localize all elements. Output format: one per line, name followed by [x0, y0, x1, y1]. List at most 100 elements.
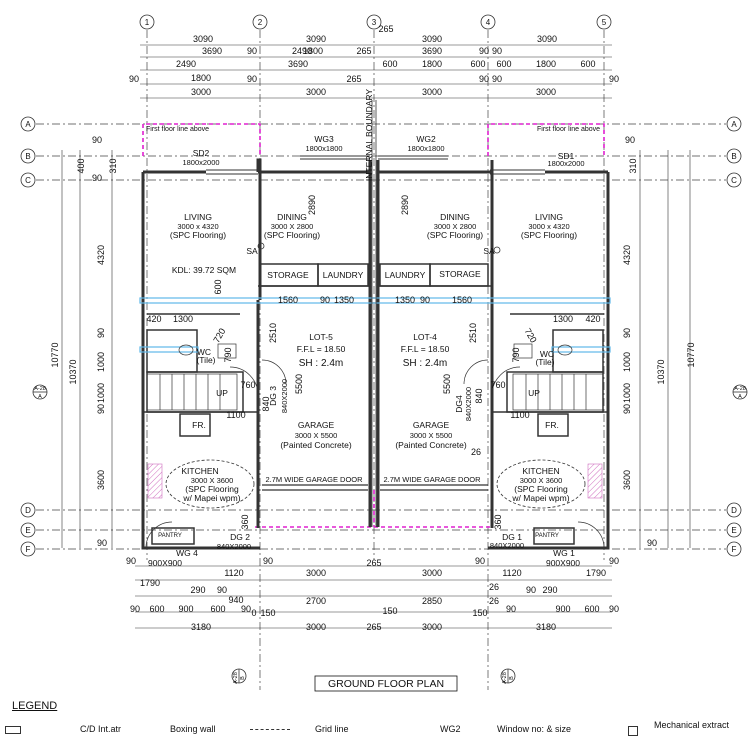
dim-inner-600: 600: [213, 279, 223, 294]
living-right-floor: (SPC Flooring): [521, 230, 577, 240]
dim-right-7: 90: [622, 404, 632, 414]
dim-inner-720-l: 720: [211, 326, 227, 344]
dg3-label: DG 3: [268, 386, 278, 406]
sd1-label: SD1: [558, 151, 575, 161]
legend-item-2: Boxing wall: [170, 724, 216, 734]
window-openings: [206, 155, 545, 175]
living-left-floor: (SPC Flooring): [170, 230, 226, 240]
dim-bot-r6-5: 3180: [536, 622, 556, 632]
dim-inner-360-r: 360: [493, 514, 503, 529]
dim-top-r5-3: 3000: [422, 87, 442, 97]
pantry-right: PANTRY: [535, 533, 559, 539]
dim-top-2: 3090: [306, 34, 326, 44]
up-left: UP: [216, 388, 228, 398]
dim-bot-r5-3: 150: [472, 608, 487, 618]
dim-right-4: 90: [622, 328, 632, 338]
dim-top-r3-2: 3690: [288, 59, 308, 69]
lot5-ffl: F.F.L = 18.50: [297, 344, 346, 354]
dim-bot-r2-1: 1790: [140, 578, 160, 588]
section-a-ref-left: A-28: [34, 386, 46, 392]
dim-top-r2-6: 90: [479, 46, 489, 56]
dim-right-9: 90: [647, 538, 657, 548]
grid-bubbles-side: [20, 116, 742, 557]
dim-bot-r4-10: 90: [506, 604, 516, 614]
dim-bot-r6-1: 3180: [191, 622, 211, 632]
dim-inner-790-l: 790: [223, 347, 233, 362]
dim-inner-1100-r: 1100: [510, 410, 529, 420]
section-b-letter-left: B: [240, 676, 246, 680]
grid-label-1: 1: [145, 18, 150, 27]
grid-label-c-right: C: [731, 176, 737, 185]
dim-bot-r1-2: 3000: [306, 568, 326, 578]
dim-bot-r6-4: 3000: [422, 622, 442, 632]
lot5-sh: SH : 2.4m: [299, 358, 343, 369]
dim-right-6: 1000: [622, 383, 632, 403]
grid-label-b: B: [25, 152, 30, 161]
dim-inner-420-r: 420: [585, 314, 600, 324]
dim-bot-r2-4: 26: [489, 582, 499, 592]
dim-top-5: 3090: [537, 34, 557, 44]
garage-door-left: 2.7M WIDE GARAGE DOOR: [265, 475, 363, 484]
wg2-label: WG2: [416, 134, 436, 144]
kitchen-right-size: 3000 X 3600: [520, 476, 563, 485]
grid-label-d-right: D: [731, 506, 737, 515]
kitchen-cloud: [165, 459, 586, 509]
kitchen-right-label: KITCHEN: [522, 466, 559, 476]
dim-top-r3-4: 1800: [422, 59, 442, 69]
living-left-size: 3000 x 4320: [177, 222, 218, 231]
dim-left-11: 90: [97, 538, 107, 548]
lot4-ffl: F.F.L = 18.50: [401, 344, 450, 354]
dim-top-r3-3: 600: [382, 59, 397, 69]
kitchen-left-floor: (SPC Flooring: [185, 484, 239, 494]
dim-top-r4-2: 1800: [191, 73, 211, 83]
dim-bot-r4-8: 2850: [422, 596, 442, 606]
walls: [141, 158, 610, 550]
dim-bot-r1-5: 90: [609, 556, 619, 566]
dim-left-7: 1000: [96, 352, 106, 372]
dim-inner-26: 26: [471, 447, 481, 457]
internal-boundary-label: INTERNAL BOUNDARY: [364, 89, 374, 181]
dim-top-r4-1: 90: [129, 74, 139, 84]
dim-top-r4-6: 90: [492, 74, 502, 84]
first-floor-line-above: [142, 123, 605, 528]
dim-inner-5500-l: 5500: [294, 374, 304, 394]
legend-item-5: Mechanical extract: [654, 720, 730, 730]
wg4-label: WG 4: [176, 548, 198, 558]
grid-label-e: E: [25, 526, 30, 535]
dining-left-floor: (SPC Flooring): [264, 230, 320, 240]
kitchen-left-label: KITCHEN: [181, 466, 218, 476]
section-b-letter-right: B: [509, 676, 515, 680]
kitchen-hatch-right: [587, 463, 603, 499]
dim-bot-r2-5: 1120: [502, 568, 521, 578]
dim-left-1: 90: [92, 135, 102, 145]
dim-top-r2-5: 265: [356, 46, 371, 56]
dim-inner-5500-r: 5500: [442, 374, 452, 394]
sd2-label: SD2: [193, 148, 210, 158]
dim-top-r2-1: 3690: [202, 46, 222, 56]
smoke-alarm-icon: [257, 242, 501, 254]
dim-inner-2510-r: 2510: [468, 323, 478, 343]
wc-left-label: WC: [197, 347, 211, 357]
dim-bot-r4-4: 600: [210, 604, 225, 614]
dim-top-r4-5: 90: [479, 74, 489, 84]
dim-inner-1560-l: 1560: [278, 295, 298, 305]
dim-right-2: 310: [628, 158, 638, 173]
grid-label-c: C: [25, 176, 31, 185]
dim-top-r5-1: 3000: [191, 87, 211, 97]
dim-top-r3-7: 1800: [536, 59, 556, 69]
dim-bot-r4-3: 900: [178, 604, 193, 614]
sa-left: SA: [246, 246, 258, 256]
dim-bot-r4-1: 90: [130, 604, 140, 614]
dim-left-10: 3600: [96, 470, 106, 490]
dim-left-4: 310: [108, 158, 118, 173]
section-b-ref-left: A-28: [233, 672, 239, 684]
dim-right-8: 3600: [622, 470, 632, 490]
left-dimension-lines: [61, 150, 113, 548]
living-left-label: LIVING: [184, 212, 212, 222]
dim-top-r3-5: 600: [470, 59, 485, 69]
mechanical-extract-icon: [628, 726, 638, 736]
garage-left-size: 3000 X 5500: [295, 431, 338, 440]
dim-bot-r5-2: 150: [260, 608, 275, 618]
dim-top-r2-3: 2490: [292, 46, 312, 56]
dim-right-3: 4320: [622, 245, 632, 265]
